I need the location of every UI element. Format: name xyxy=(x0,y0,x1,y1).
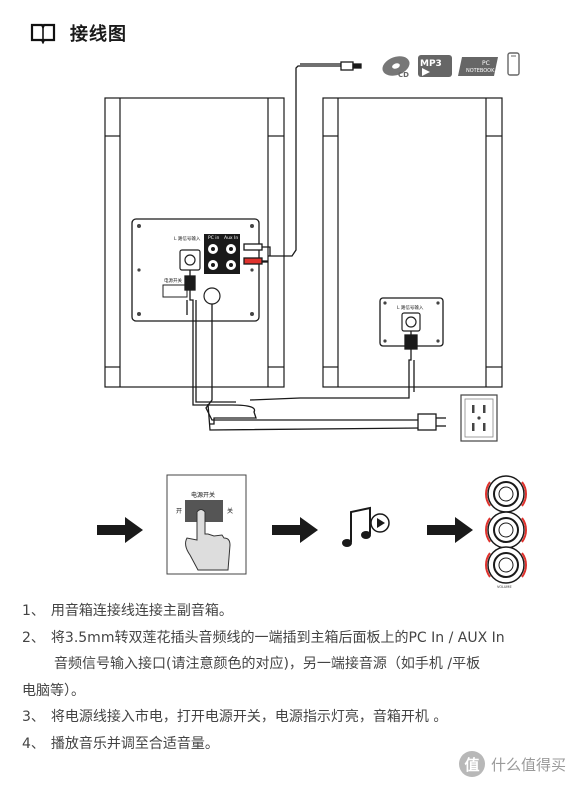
power-cable xyxy=(205,304,446,431)
cd-icon: CD xyxy=(382,56,410,79)
step-text-continued-2: 电脑等）。 xyxy=(22,682,85,699)
switch-title: 电源开关 xyxy=(191,491,215,499)
step-number: 4、 xyxy=(22,735,45,752)
music-play-icon xyxy=(342,506,390,547)
wiring-diagram: CD MP3 PC NOTEBOOK L 路信号输入 PC in xyxy=(97,52,527,589)
book-icon xyxy=(30,23,56,44)
volume-knob-icon: VOLUME xyxy=(485,546,527,589)
section-header: 接线图 xyxy=(30,18,127,48)
step-number: 1、 xyxy=(22,603,45,619)
step-text: 将3.5mm转双莲花插头音频线的一端插到主箱后面板上的PC In / AUX I… xyxy=(50,629,505,646)
notebook-label: NOTEBOOK xyxy=(466,68,495,74)
power-switch-illustration: 电源开关 开 关 xyxy=(166,474,247,575)
volume-knob-icon: VOLUME xyxy=(485,475,527,518)
instruction-steps: 1、用音箱连接线连接主副音箱。 2、将3.5mm转双莲花插头音频线的一端插到主箱… xyxy=(22,598,567,757)
pc-notebook-icon: PC NOTEBOOK xyxy=(458,57,498,76)
step-1: 1、用音箱连接线连接主副音箱。 xyxy=(22,598,567,625)
switch-off-label: 关 xyxy=(227,507,233,515)
step-text: 用音箱连接线连接主副音箱。 xyxy=(50,603,233,619)
step-text: 播放音乐并调至合适音量。 xyxy=(50,735,219,752)
step-4: 4、播放音乐并调至合适音量。 xyxy=(22,731,567,758)
watermark-badge-icon: 值 xyxy=(458,751,485,777)
step-text: 将电源线接入市电，打开电源开关，电源指示灯亮，音箱开机 。 xyxy=(50,709,448,725)
step-number: 3、 xyxy=(22,709,45,725)
switch-on-label: 开 xyxy=(176,508,182,515)
cd-label: CD xyxy=(398,71,409,79)
mp3-label: MP3 xyxy=(420,59,442,69)
knob-label-3: VOLUME xyxy=(497,585,512,589)
port-pc-label: PC in xyxy=(208,235,220,241)
main-power-label: 电源开关 xyxy=(164,277,182,284)
mp3-player-icon: MP3 xyxy=(418,55,452,77)
hand-pointer-icon xyxy=(185,509,231,571)
speaker-link-cable xyxy=(184,270,418,425)
step-3: 3、将电源线接入市电，打开电源开关，电源指示灯亮，音箱开机 。 xyxy=(22,704,567,731)
pc-label: PC xyxy=(482,60,490,67)
sub-speaker xyxy=(322,97,503,388)
watermark-text: 什么值得买 xyxy=(490,755,566,774)
flow-arrow-3 xyxy=(427,517,473,543)
audio-cable xyxy=(243,61,362,265)
main-speaker xyxy=(104,97,285,388)
main-rear-panel: L 路信号输入 PC in Aux In 电源开关 xyxy=(131,218,260,322)
step-2: 2、将3.5mm转双莲花插头音频线的一端插到主箱后面板上的PC In / AUX… xyxy=(22,625,567,705)
flow-arrow-1 xyxy=(97,517,143,543)
wall-outlet-icon xyxy=(460,394,498,442)
flow-arrow-2 xyxy=(272,517,318,543)
main-left-input-label: L 路信号输入 xyxy=(174,235,201,242)
port-aux-label: Aux In xyxy=(224,235,238,241)
step-text-continued: 音频信号输入接口(请注意颜色的对应)，另一端接音源（如手机 /平板 xyxy=(54,656,481,672)
section-title: 接线图 xyxy=(70,24,127,45)
watermark: 值 什么值得买 xyxy=(458,751,566,777)
smartphone-icon xyxy=(507,52,520,76)
sub-left-input-label: L 路信号输入 xyxy=(397,304,424,311)
step-number: 2、 xyxy=(22,629,45,646)
volume-knob-icon: VOLUME xyxy=(485,511,527,554)
volume-knobs: VOLUME VOLUME VOLUME xyxy=(485,475,527,589)
